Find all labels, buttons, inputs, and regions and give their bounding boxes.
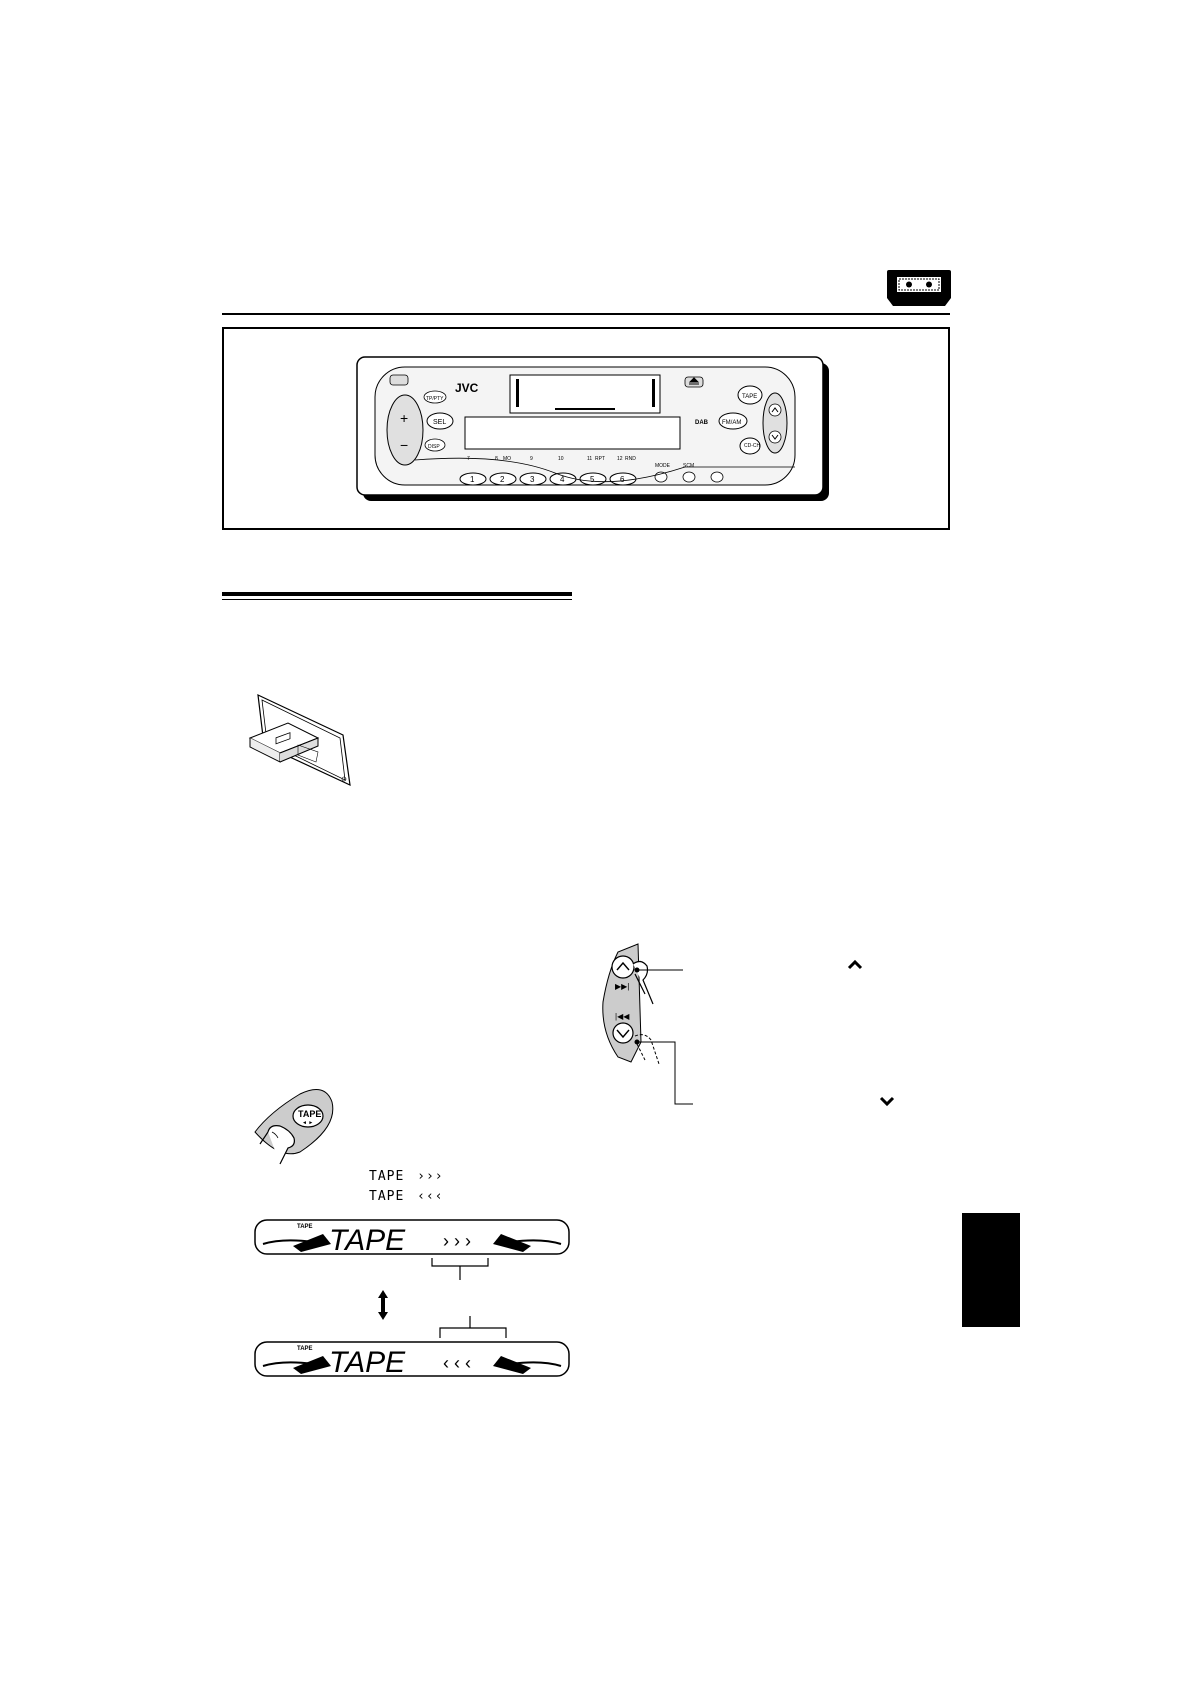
- bracket-reverse: [439, 1316, 507, 1338]
- svg-text:8: 8: [495, 456, 498, 462]
- svg-text:1: 1: [470, 475, 475, 484]
- svg-text:|◀◀: |◀◀: [615, 1012, 630, 1021]
- svg-text:◄ ►: ◄ ►: [302, 1120, 313, 1126]
- small-display-arrows: ›››: [417, 1169, 444, 1184]
- svg-text:TAPE: TAPE: [298, 1109, 321, 1119]
- svg-text:MODE: MODE: [655, 463, 671, 469]
- header-rule: [222, 313, 950, 315]
- svg-text:RND: RND: [625, 456, 636, 462]
- svg-text:SEL: SEL: [433, 419, 446, 426]
- chevron-down-icon: [879, 1096, 895, 1107]
- svg-text:6: 6: [620, 475, 625, 484]
- svg-text:TAPE: TAPE: [742, 394, 757, 400]
- svg-text:−: −: [400, 437, 408, 453]
- fm-am-button[interactable]: [718, 412, 748, 430]
- svg-text:10: 10: [558, 456, 564, 462]
- upper-number-labels: 7 8 MO 9 10 11 RPT 12 RND: [467, 456, 636, 462]
- tp-pty-button[interactable]: [423, 390, 447, 404]
- svg-text:9: 9: [530, 456, 533, 462]
- chevron-up-icon: [847, 959, 863, 970]
- small-display-forward: TAPE ›››: [369, 1169, 444, 1184]
- svg-text:DISP: DISP: [428, 444, 440, 450]
- up-down-button[interactable]: [762, 392, 788, 454]
- scm-button[interactable]: [682, 471, 696, 483]
- svg-text:TAPE: TAPE: [329, 1346, 406, 1379]
- svg-text:7: 7: [467, 456, 470, 462]
- preset-buttons[interactable]: 1 2 3 4 5 6: [459, 472, 637, 486]
- svg-text:FM/AM: FM/AM: [722, 420, 741, 426]
- svg-text:TAPE: TAPE: [297, 1224, 313, 1230]
- lcd-display-forward: TAPE TAPE › › ›: [254, 1219, 570, 1257]
- tape-button[interactable]: [737, 385, 763, 405]
- down-button[interactable]: [612, 1022, 634, 1044]
- volume-control[interactable]: [386, 394, 424, 466]
- cd-ch-button[interactable]: [739, 437, 761, 455]
- svg-text:11: 11: [587, 456, 592, 462]
- up-button[interactable]: [611, 955, 635, 979]
- cassette-icon: [887, 270, 951, 306]
- section-heading-rule-thin: [222, 599, 572, 600]
- tape-button[interactable]: [292, 1104, 324, 1128]
- svg-text:DAB: DAB: [695, 420, 709, 426]
- language-tab: [962, 1213, 1020, 1327]
- cassette-insert-illustration: [248, 693, 351, 787]
- tape-button-press-illustration: TAPE ◄ ►: [254, 1089, 334, 1165]
- svg-text:2: 2: [500, 475, 505, 484]
- svg-text:4: 4: [560, 475, 565, 484]
- svg-text:TP/PTY: TP/PTY: [426, 396, 444, 402]
- svg-text:‹ ‹ ‹: ‹ ‹ ‹: [443, 1353, 471, 1373]
- main-display-window: [464, 416, 681, 450]
- svg-text:SCM: SCM: [683, 463, 694, 469]
- bracket-forward: [431, 1258, 489, 1280]
- small-display-arrows: ‹‹‹: [417, 1189, 444, 1204]
- svg-text:RPT: RPT: [595, 456, 605, 462]
- disp-button[interactable]: [424, 438, 446, 452]
- lcd-display-reverse: TAPE TAPE ‹ ‹ ‹: [254, 1341, 570, 1379]
- up-down-button-illustration: ▶▶| |◀◀: [602, 943, 895, 1107]
- small-display-text: TAPE: [369, 1189, 405, 1204]
- svg-text:12: 12: [617, 456, 623, 462]
- svg-text:+: +: [400, 410, 408, 426]
- svg-text:TAPE: TAPE: [297, 1346, 313, 1352]
- sound-button[interactable]: [710, 471, 724, 483]
- section-heading-rule: [222, 592, 572, 596]
- toggle-arrow-icon: [378, 1290, 388, 1320]
- brand-logo: JVC: [455, 381, 479, 395]
- svg-text:› › ›: › › ›: [443, 1231, 471, 1251]
- svg-text:TAPE: TAPE: [329, 1224, 406, 1257]
- car-stereo-unit-illustration: JVC + − TP/PTY SEL DISP 7 8 MO 9 10 11 R…: [356, 356, 829, 501]
- svg-text:3: 3: [530, 475, 535, 484]
- mode-button[interactable]: [654, 471, 668, 483]
- front-panel-frame: [222, 327, 950, 530]
- small-display-reverse: TAPE ‹‹‹: [369, 1189, 444, 1204]
- svg-text:▶▶|: ▶▶|: [615, 982, 629, 991]
- svg-text:CD-CH: CD-CH: [744, 443, 760, 449]
- sel-button[interactable]: [426, 412, 454, 430]
- small-display-text: TAPE: [369, 1169, 405, 1184]
- release-button[interactable]: [389, 374, 409, 386]
- svg-text:MO: MO: [503, 456, 511, 462]
- svg-text:5: 5: [590, 475, 595, 484]
